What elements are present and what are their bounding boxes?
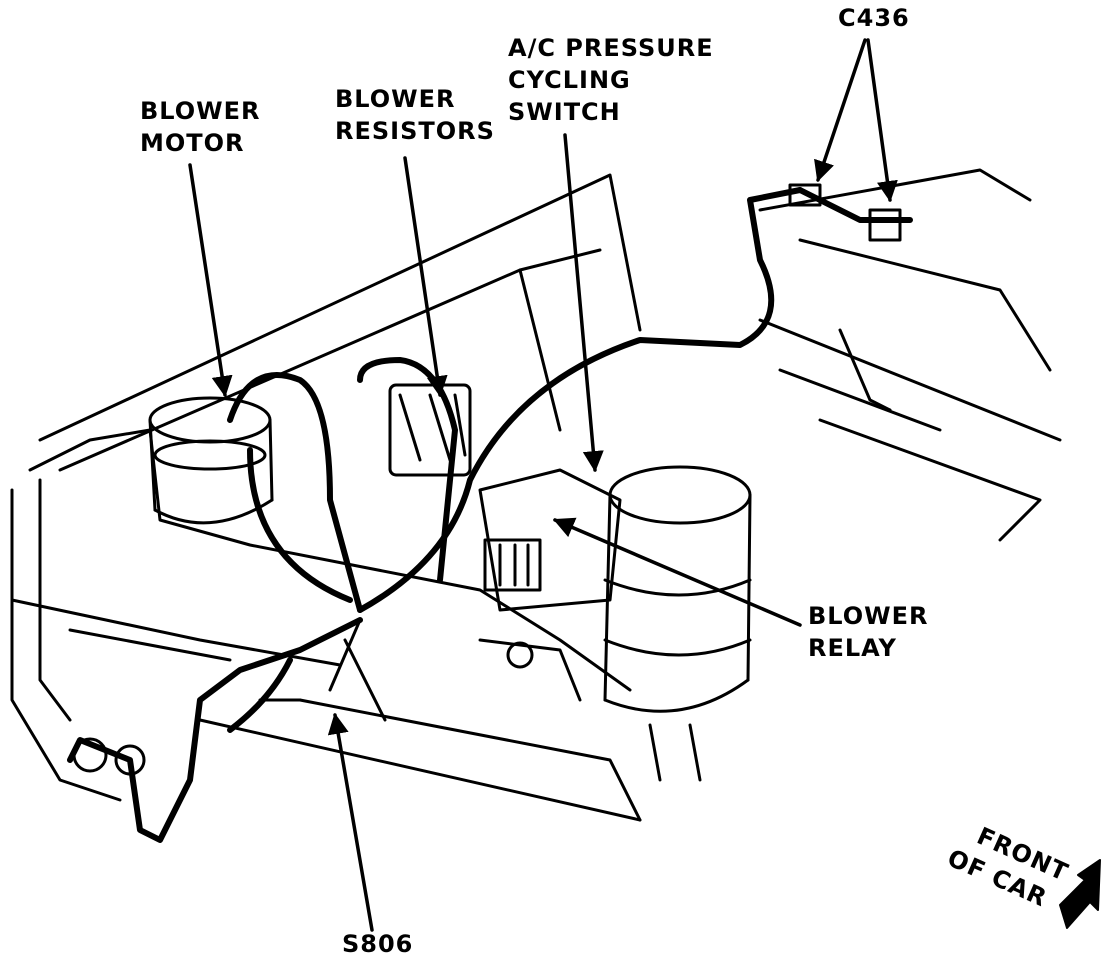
- front-of-car-arrow: [1059, 859, 1101, 929]
- arrow-ac-switch: [563, 133, 604, 473]
- blower-motor-shape: [148, 396, 274, 525]
- arrow-blower-relay: [553, 517, 802, 627]
- label-s806: S806: [342, 930, 414, 958]
- heater-case: [10, 428, 642, 822]
- arrow-c436-right: [866, 38, 898, 203]
- label-c436: C436: [838, 4, 910, 32]
- arrow-blower-resistors: [403, 156, 448, 398]
- arrow-blower-motor: [188, 163, 233, 398]
- wiring-harness: [67, 187, 913, 843]
- relay-box: [478, 468, 622, 612]
- label-blower-resistors: BLOWER RESISTORS: [335, 85, 495, 145]
- arrow-s806: [327, 712, 374, 932]
- arrow-c436-left: [814, 38, 867, 182]
- label-blower-relay: BLOWER RELAY: [808, 602, 929, 662]
- label-blower-motor: BLOWER MOTOR: [140, 97, 261, 157]
- callout-arrows: [188, 38, 898, 932]
- hardware-details: [72, 183, 902, 776]
- label-ac-pressure-cycling-switch: A/C PRESSURE CYCLING SWITCH: [508, 34, 714, 126]
- firewall-panel: [38, 168, 1062, 542]
- accumulator-can: [603, 465, 752, 782]
